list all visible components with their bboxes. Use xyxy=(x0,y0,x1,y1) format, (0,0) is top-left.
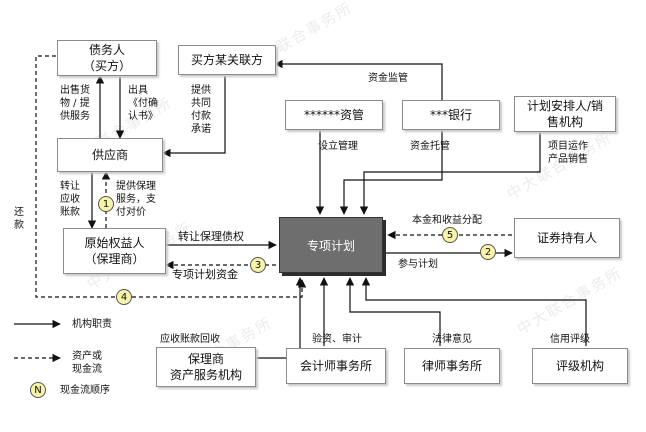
label-fund-supervision: 资金监管 xyxy=(368,73,408,84)
node-law-firm-label: 律师事务所 xyxy=(421,359,482,373)
label-sell-goods: 出售货 物 / 提 供服务 xyxy=(60,85,90,122)
legend-cash-flow-label: 资产或 现金流 xyxy=(72,351,102,375)
node-special-plan: 专项计划 xyxy=(279,217,383,273)
node-buyer-related-label: 买方某关联方 xyxy=(190,53,263,67)
step-badge-4: 4 xyxy=(116,289,132,305)
node-debtor-line2: （买方） xyxy=(82,59,131,73)
label-audit: 验资、审计 xyxy=(312,334,362,345)
node-debtor-line1: 债务人 xyxy=(88,43,125,57)
edge-bank-spv xyxy=(339,130,443,215)
node-law-firm: 律师事务所 xyxy=(404,348,500,384)
step-badge-1: 1 xyxy=(98,196,114,212)
node-fund-manager: ******资管 xyxy=(285,100,383,130)
label-collection: 应收账款回收 xyxy=(160,334,220,345)
node-plan-arranger: 计划安排人/销 售机构 xyxy=(514,96,616,132)
label-participate: 参与计划 xyxy=(398,259,438,270)
node-originator: 原始权益人 （保理商） xyxy=(63,228,166,274)
node-servicer-line1: 保理商 xyxy=(187,352,224,366)
edge-law-spv xyxy=(345,277,441,346)
node-originator-line2: （保理商） xyxy=(84,252,145,266)
node-servicer-line2: 资产服务机构 xyxy=(169,368,242,382)
label-project-ops: 项目运作 产品销售 xyxy=(548,141,588,165)
edge-bank-related xyxy=(274,59,443,100)
label-repay: 还 款 xyxy=(14,207,24,231)
label-principal-returns: 本金和收益分配 xyxy=(412,215,482,226)
node-security-holders-label: 证券持有人 xyxy=(536,231,597,245)
step-badge-3: 3 xyxy=(250,257,266,273)
label-custody: 资金托管 xyxy=(410,141,450,152)
node-supplier: 供应商 xyxy=(57,138,163,172)
node-rating-agency: 评级机构 xyxy=(532,348,628,384)
step-badge-5: 5 xyxy=(442,227,458,243)
label-factoring-payment: 提供保理 服务，支 付对价 xyxy=(116,181,156,218)
node-originator-line1: 原始权益人 xyxy=(84,236,145,250)
legend-sequence-label: 现金流顺序 xyxy=(60,385,110,396)
edge-repayment xyxy=(35,55,307,298)
legend-duty-label: 机构职责 xyxy=(72,319,112,330)
node-bank-label: ***银行 xyxy=(429,108,472,122)
legend-sequence-badge: N xyxy=(30,382,46,398)
node-rating-agency-label: 评级机构 xyxy=(555,359,604,373)
node-plan-arranger-line2: 售机构 xyxy=(546,115,583,129)
label-transfer-factoring: 转让保理债权 xyxy=(178,230,244,243)
node-servicer: 保理商 资产服务机构 xyxy=(156,347,256,387)
edge-servicer-spv xyxy=(256,277,305,359)
step-badge-2: 2 xyxy=(480,244,496,260)
edge-arranger-spv xyxy=(359,130,541,215)
label-credit-rating: 信用评级 xyxy=(550,334,590,345)
node-supplier-label: 供应商 xyxy=(91,148,128,162)
node-accountant: 会计师事务所 xyxy=(286,348,386,384)
node-special-plan-label: 专项计划 xyxy=(306,238,355,253)
node-buyer-related: 买方某关联方 xyxy=(178,45,276,75)
label-legal: 法律意见 xyxy=(432,334,472,345)
label-plan-funds: 专项计划资金 xyxy=(172,268,238,281)
label-setup-management: 设立管理 xyxy=(318,141,358,152)
node-bank: ***银行 xyxy=(402,100,500,130)
edge-rating-spv xyxy=(361,277,587,346)
node-debtor: 债务人 （买方） xyxy=(57,40,157,76)
node-security-holders: 证券持有人 xyxy=(514,218,620,258)
node-accountant-label: 会计师事务所 xyxy=(299,359,372,373)
edge-related-supplier xyxy=(162,76,226,158)
node-plan-arranger-line1: 计划安排人/销 xyxy=(526,99,604,113)
label-transfer-receivables: 转让 应收 账款 xyxy=(60,181,80,218)
node-fund-manager-label: ******资管 xyxy=(303,108,364,122)
label-issue-note: 出具 《付确 认书》 xyxy=(128,85,158,122)
label-commitment: 提供 共同 付款 承诺 xyxy=(191,85,211,135)
